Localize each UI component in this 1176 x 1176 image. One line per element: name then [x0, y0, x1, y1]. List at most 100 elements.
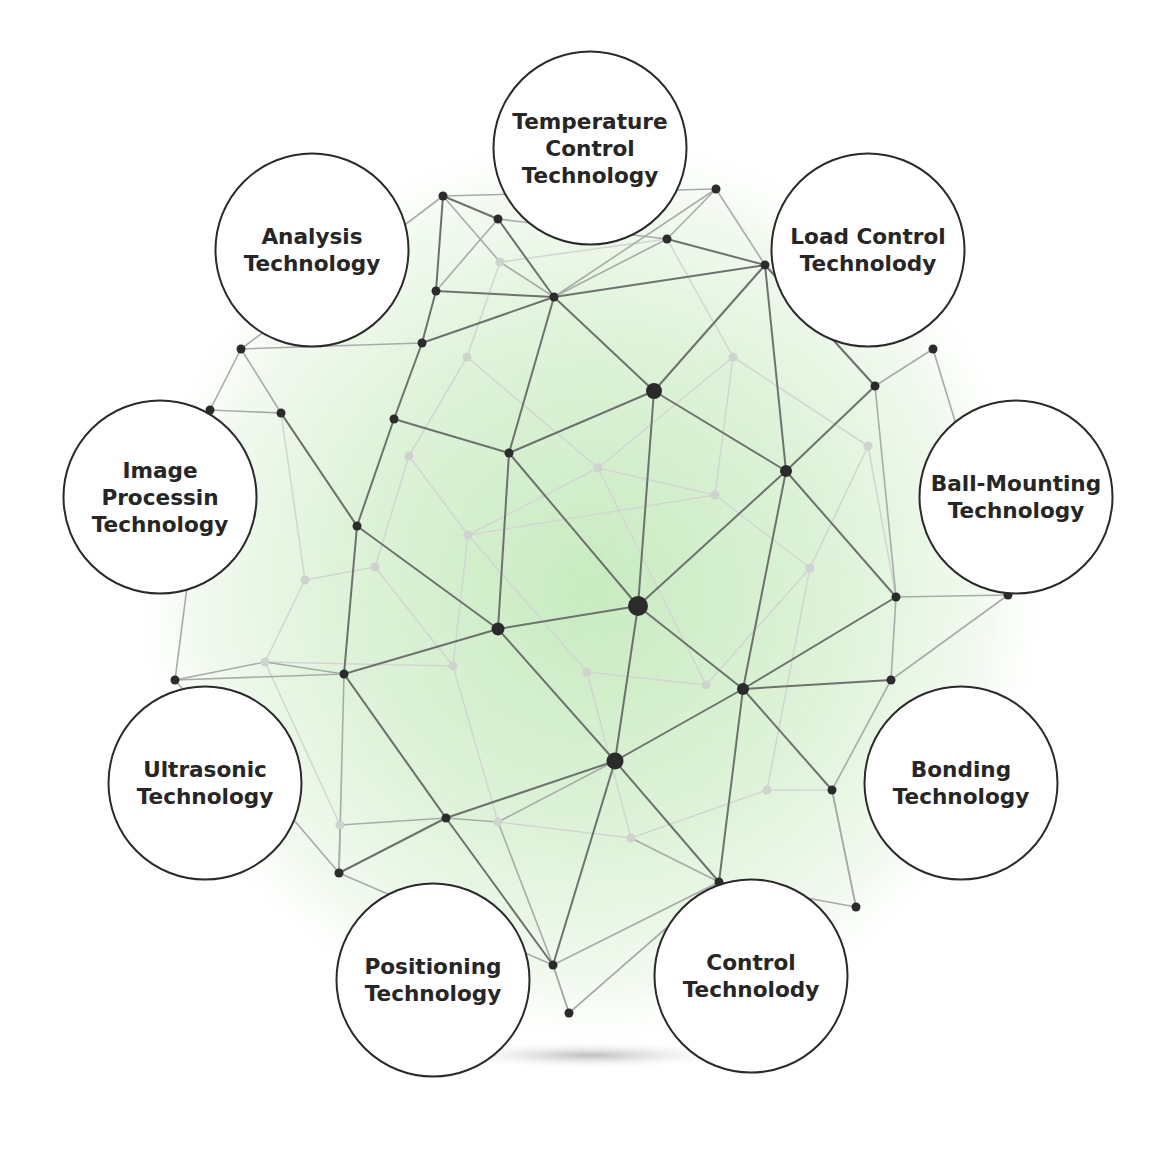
- mesh-line: [615, 761, 719, 882]
- mesh-line: [553, 761, 615, 965]
- mesh-line: [638, 391, 654, 606]
- mesh-dot: [607, 753, 624, 770]
- mesh-dot: [353, 522, 362, 531]
- mesh-dot: [335, 869, 344, 878]
- mesh-dot: [565, 1009, 574, 1018]
- mesh-dot: [277, 409, 286, 418]
- mesh-line: [715, 495, 810, 568]
- mesh-dot: [492, 623, 505, 636]
- technology-label: Ultrasonic Technology: [119, 756, 291, 810]
- circle-outline: [214, 152, 410, 348]
- mesh-line: [786, 471, 896, 597]
- mesh-line: [443, 196, 500, 262]
- mesh-line: [409, 357, 467, 456]
- mesh-dot: [237, 345, 246, 354]
- mesh-line: [394, 419, 509, 453]
- mesh-dot: [463, 353, 472, 362]
- mesh-line: [357, 419, 394, 526]
- mesh-dot: [171, 676, 180, 685]
- mesh-dot: [496, 258, 505, 267]
- mesh-line: [615, 689, 743, 761]
- mesh-line: [498, 453, 509, 629]
- mesh-line: [344, 526, 357, 674]
- mesh-dot: [432, 287, 441, 296]
- mesh-line: [446, 761, 615, 818]
- mesh-dot: [340, 670, 349, 679]
- mesh-line: [281, 413, 357, 526]
- mesh-line: [409, 456, 468, 535]
- mesh-dot: [780, 465, 792, 477]
- circle-outline: [863, 685, 1059, 881]
- mesh-line: [598, 468, 715, 495]
- mesh-dot: [806, 564, 815, 573]
- mesh-dot: [892, 593, 901, 602]
- mesh-dot: [929, 345, 938, 354]
- mesh-dot: [583, 668, 592, 677]
- mesh-line: [498, 606, 638, 629]
- sphere-glow: [120, 120, 1060, 1060]
- technology-circle: Control Technolody: [653, 878, 849, 1074]
- mesh-line: [281, 413, 357, 526]
- mesh-line: [265, 580, 305, 662]
- mesh-line: [667, 239, 765, 265]
- mesh-line: [554, 265, 765, 297]
- mesh-line: [344, 629, 498, 674]
- mesh-line: [587, 672, 706, 685]
- mesh-dot: [550, 293, 559, 302]
- technology-circle: Image Processin Technology: [62, 399, 258, 595]
- mesh-dot: [439, 192, 448, 201]
- mesh-dot: [442, 814, 451, 823]
- mesh-dot: [494, 215, 503, 224]
- mesh-line: [175, 662, 265, 680]
- mesh-line: [422, 291, 436, 343]
- mesh-line: [654, 265, 765, 391]
- mesh-line: [468, 468, 598, 535]
- mesh-line: [467, 262, 500, 357]
- mesh-line: [786, 386, 875, 471]
- mesh-dot: [864, 442, 873, 451]
- mesh-dot: [494, 818, 503, 827]
- technology-label: Control Technolody: [665, 949, 837, 1003]
- mesh-line: [436, 196, 443, 291]
- mesh-line: [891, 595, 1008, 680]
- mesh-line: [500, 262, 554, 297]
- mesh-line: [733, 357, 868, 446]
- mesh-line: [265, 662, 453, 666]
- mesh-line: [553, 965, 569, 1013]
- mesh-line: [891, 597, 896, 680]
- mesh-line: [598, 357, 733, 468]
- mesh-line: [443, 196, 498, 219]
- mesh-line: [896, 595, 1008, 597]
- mesh-dot: [405, 452, 414, 461]
- mesh-line: [436, 219, 498, 291]
- circle-outline: [107, 685, 303, 881]
- technology-label: Temperature Control Technology: [504, 108, 676, 189]
- mesh-line: [281, 413, 305, 580]
- mesh-dot: [594, 464, 603, 473]
- mesh-line: [241, 349, 281, 413]
- mesh-dot: [737, 683, 749, 695]
- mesh-dot: [646, 383, 662, 399]
- mesh-line: [767, 789, 832, 791]
- technology-circle: Load Control Technolody: [770, 152, 966, 348]
- mesh-dot: [628, 596, 648, 616]
- mesh-dot: [464, 531, 473, 540]
- mesh-dot: [763, 786, 772, 795]
- mesh-dot: [336, 821, 345, 830]
- mesh-dot: [418, 339, 427, 348]
- mesh-line: [654, 391, 786, 471]
- technology-label: Bonding Technology: [875, 756, 1047, 810]
- mesh-line: [832, 790, 856, 907]
- mesh-line: [394, 343, 422, 419]
- mesh-line: [340, 818, 446, 825]
- mesh-line: [498, 822, 631, 838]
- mesh-line: [509, 391, 654, 453]
- mesh-line: [832, 790, 856, 907]
- mesh-dot: [852, 903, 861, 912]
- mesh-dot: [871, 382, 880, 391]
- mesh-line: [210, 410, 281, 413]
- mesh-dot: [702, 681, 711, 690]
- mesh-line: [631, 790, 767, 838]
- mesh-dot: [505, 449, 514, 458]
